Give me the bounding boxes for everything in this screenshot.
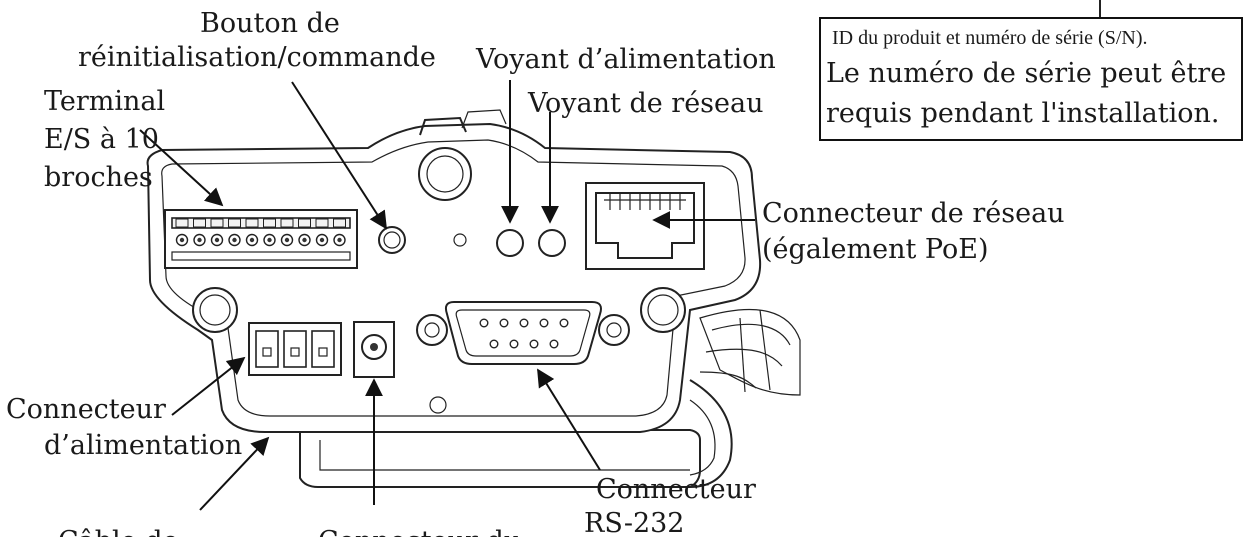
dc-jack bbox=[353, 321, 395, 378]
io-pin-slot bbox=[315, 218, 329, 228]
small-hole bbox=[453, 233, 467, 247]
db9-pin bbox=[479, 318, 489, 328]
power-pin-contact bbox=[262, 347, 272, 357]
network-connector-label-line2: (également PoE) bbox=[762, 234, 988, 265]
db9-pin bbox=[549, 339, 559, 349]
serial-number-box: ID du produit et numéro de série (S/N). … bbox=[819, 0, 1243, 141]
io-terminal-label-line1: Terminal bbox=[44, 86, 165, 117]
reset-button-label-line2: réinitialisation/commande bbox=[78, 42, 436, 73]
db9-pin bbox=[559, 318, 569, 328]
rs232-connector bbox=[416, 301, 630, 365]
reset-button[interactable] bbox=[378, 226, 406, 254]
io-pin-slot bbox=[228, 218, 241, 228]
io-terminal-block bbox=[164, 209, 358, 269]
io-pin-center bbox=[232, 237, 237, 243]
network-connector bbox=[585, 182, 705, 270]
power-connector-label-line1: Connecteur bbox=[6, 394, 166, 425]
io-pin-center bbox=[179, 237, 185, 243]
db9-pin bbox=[489, 339, 499, 349]
network-led bbox=[538, 229, 566, 257]
io-pin-center bbox=[214, 237, 220, 243]
reset-button-label-line1: Bouton de bbox=[200, 8, 340, 39]
io-terminal-label-line3: broches bbox=[44, 162, 153, 193]
io-pin-center bbox=[249, 237, 255, 243]
housing-inner bbox=[161, 139, 746, 417]
rs232-label-line1: Connecteur bbox=[596, 474, 756, 505]
power-pin-contact bbox=[290, 347, 300, 357]
db9-pin bbox=[519, 318, 529, 328]
power-pin-housing bbox=[283, 330, 307, 368]
io-pin-slot bbox=[210, 218, 224, 228]
db9-pin bbox=[499, 318, 509, 328]
io-pin-center bbox=[267, 237, 272, 243]
io-pin-slot bbox=[333, 218, 346, 228]
power-led-label: Voyant d’alimentation bbox=[475, 44, 776, 75]
power-led bbox=[496, 229, 524, 257]
io-pin-slot bbox=[193, 218, 206, 228]
io-pin-slot bbox=[298, 218, 311, 228]
power-pin-housing bbox=[255, 330, 279, 368]
io-pin-center bbox=[337, 237, 342, 243]
bottom-bracket bbox=[299, 429, 701, 488]
db9-pin bbox=[539, 318, 549, 328]
serial-box-line1: ID du produit et numéro de série (S/N). bbox=[832, 27, 1147, 49]
io-pin-slot bbox=[263, 218, 276, 228]
power-pin-contact bbox=[318, 347, 328, 357]
rs232-label-line2: RS-232 bbox=[584, 508, 684, 537]
io-pin-slot bbox=[245, 218, 259, 228]
power-connector-label-line2: d’alimentation bbox=[44, 430, 242, 461]
io-pin-center bbox=[284, 237, 290, 243]
io-pin-center bbox=[197, 237, 202, 243]
side-cable bbox=[699, 308, 801, 396]
leader-lines bbox=[139, 80, 755, 511]
db9-pin bbox=[509, 339, 519, 349]
io-terminal-label-line2: E/S à 10 bbox=[44, 124, 159, 155]
serial-box-line2: Le numéro de série peut être bbox=[826, 58, 1226, 89]
cable-label-partial: Câble de bbox=[58, 526, 179, 537]
bottom-hole bbox=[429, 396, 447, 414]
dc-connector-label-partial: Connecteur du bbox=[318, 526, 521, 537]
io-pin-slot bbox=[280, 218, 294, 228]
network-connector-label-line1: Connecteur de réseau bbox=[762, 198, 1065, 229]
io-pin-center bbox=[302, 237, 307, 243]
power-connector bbox=[248, 322, 342, 376]
db9-pin bbox=[529, 339, 539, 349]
network-led-label: Voyant de réseau bbox=[527, 88, 764, 119]
power-pin-housing bbox=[311, 330, 335, 368]
io-pin-center bbox=[319, 237, 325, 243]
serial-box-line3: requis pendant l'installation. bbox=[826, 98, 1219, 129]
device-body bbox=[146, 109, 801, 488]
io-pin-slot bbox=[175, 218, 189, 228]
